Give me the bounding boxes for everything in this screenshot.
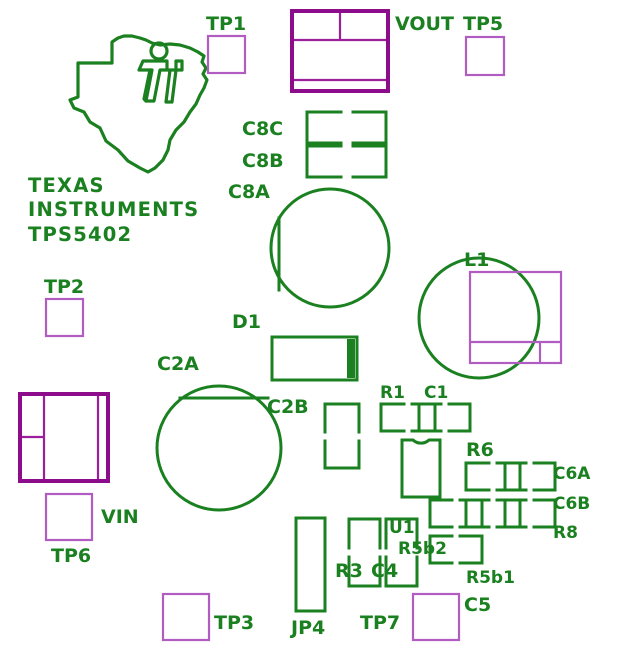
label-c5: C5 — [464, 594, 491, 616]
label-c6a: C6A — [553, 464, 591, 484]
connector-vin[interactable] — [18, 392, 110, 483]
footprint-c1[interactable] — [417, 402, 472, 433]
footprint-c2a[interactable] — [155, 384, 283, 512]
testpoint-tp1[interactable] — [206, 34, 247, 75]
footprint-l1[interactable] — [417, 256, 563, 380]
label-r8: R8 — [553, 523, 578, 543]
label-jp4: JP4 — [289, 617, 325, 639]
label-c2b: C2B — [267, 396, 309, 418]
brand-line-2: INSTRUMENTS — [28, 198, 199, 221]
label-c8c: C8C — [242, 118, 283, 140]
testpoint-tp3[interactable] — [161, 592, 211, 642]
footprint-r5b1[interactable] — [428, 534, 484, 565]
footprint-d1[interactable] — [270, 335, 359, 382]
label-c6b: C6B — [553, 494, 590, 514]
label-tp3: TP3 — [214, 612, 254, 634]
label-r1: R1 — [380, 383, 405, 403]
brand-line-1: TEXAS — [28, 174, 105, 197]
connector-vout[interactable] — [290, 9, 390, 93]
label-r6: R6 — [466, 439, 494, 461]
footprint-c4[interactable] — [384, 517, 419, 588]
footprint-u1[interactable] — [400, 438, 442, 499]
testpoint-tp7[interactable] — [411, 592, 461, 642]
label-tp6: TP6 — [51, 545, 91, 567]
testpoint-tp6[interactable] — [44, 492, 94, 542]
label-r5b1: R5b1 — [466, 568, 515, 588]
footprint-jp4[interactable] — [294, 516, 327, 613]
footprint-r8[interactable] — [464, 498, 522, 529]
label-c8b: C8B — [242, 150, 284, 172]
label-tp5: TP5 — [463, 13, 503, 35]
label-tp2: TP2 — [44, 276, 84, 298]
part-number: TPS5402 — [28, 223, 132, 246]
label-c1: C1 — [424, 383, 448, 403]
footprint-c6a[interactable] — [503, 461, 557, 492]
label-tp7: TP7 — [360, 612, 400, 634]
footprint-r6[interactable] — [464, 461, 522, 492]
label-c4: C4 — [371, 560, 398, 582]
footprint-c8b[interactable] — [305, 144, 388, 179]
label-c8a: C8A — [228, 181, 270, 203]
label-vin: VIN — [101, 506, 139, 528]
footprint-r1[interactable] — [379, 402, 437, 433]
label-c2a: C2A — [157, 353, 199, 375]
label-d1: D1 — [232, 311, 261, 333]
label-tp1: TP1 — [206, 13, 246, 35]
label-r5b2: R5b2 — [398, 539, 447, 559]
label-r3: R3 — [335, 560, 363, 582]
footprint-c8c[interactable] — [305, 110, 388, 145]
footprint-c6b[interactable] — [503, 498, 557, 529]
testpoint-tp5[interactable] — [464, 35, 506, 77]
footprint-r3[interactable] — [347, 517, 382, 588]
texas-instruments-logo — [68, 34, 209, 174]
footprint-c2b[interactable] — [323, 402, 361, 470]
label-vout: VOUT — [395, 13, 454, 35]
footprint-c8a[interactable] — [269, 187, 391, 309]
label-l1: L1 — [464, 249, 489, 271]
footprint-r5b2[interactable] — [428, 498, 484, 529]
label-u1: U1 — [389, 518, 415, 538]
testpoint-tp2[interactable] — [44, 297, 85, 338]
